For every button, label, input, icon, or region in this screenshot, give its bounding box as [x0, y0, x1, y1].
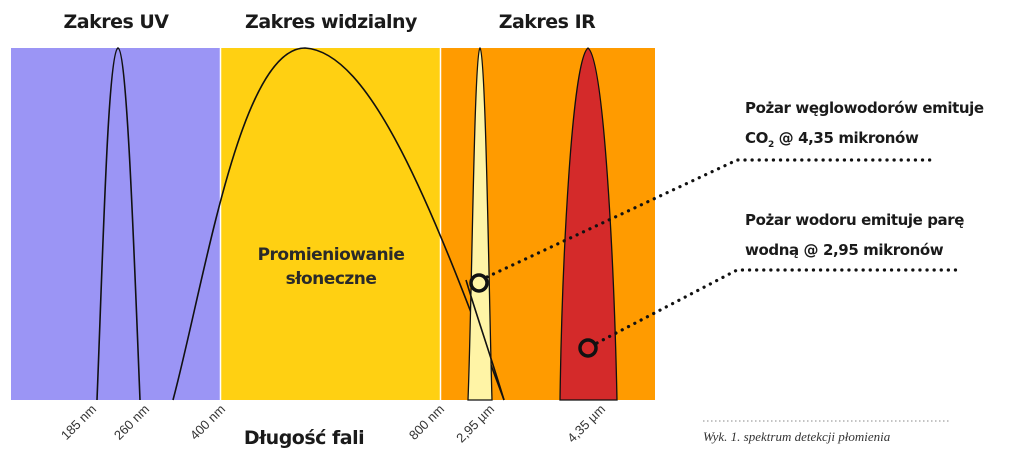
figure-caption: Wyk. 1. spektrum detekcji płomienia: [703, 429, 891, 444]
solar-radiation-label-line1: Promieniowanie: [258, 245, 405, 265]
hydrogen-note-line2: wodną @ 2,95 mikronów: [745, 241, 944, 259]
tick-2-95um: 2,95 µm: [453, 402, 497, 446]
ir-band-title: Zakres IR: [499, 11, 596, 33]
axis-title: Długość fali: [244, 427, 364, 449]
tick-400nm: 400 nm: [187, 402, 228, 443]
tick-260nm: 260 nm: [111, 402, 152, 443]
tick-185nm: 185 nm: [58, 402, 99, 443]
co2-peak: [559, 47, 618, 401]
visible-band: [221, 48, 440, 400]
visible-band-title: Zakres widzialny: [245, 11, 418, 33]
solar-radiation-label-line2: słoneczne: [286, 269, 377, 289]
uv-band-title: Zakres UV: [63, 11, 169, 33]
leader-line-hydrogen: [595, 268, 962, 345]
hydrocarbon-note-line1: Pożar węglowodorów emituje: [745, 99, 984, 117]
uv-emission-peak: [96, 47, 141, 401]
solar-curve-overlay: [465, 279, 505, 401]
hydrocarbon-note-line2: CO2 @ 4,35 mikronów: [745, 129, 919, 150]
uv-band: [11, 48, 220, 400]
tick-4-35um: 4,35 µm: [564, 402, 608, 446]
co2-formula: CO: [745, 129, 768, 147]
water-vapor-peak: [467, 46, 493, 401]
co2-wavelength: @ 4,35 mikronów: [774, 129, 919, 147]
water-vapor-marker: [469, 273, 489, 293]
co2-marker: [578, 338, 598, 358]
tick-800nm: 800 nm: [406, 402, 447, 443]
solar-radiation-curve: [172, 47, 505, 401]
hydrogen-note-line1: Pożar wodoru emituje parę: [745, 211, 964, 229]
co2-subscript: 2: [768, 140, 774, 150]
leader-line-hydrocarbon: [485, 158, 932, 279]
